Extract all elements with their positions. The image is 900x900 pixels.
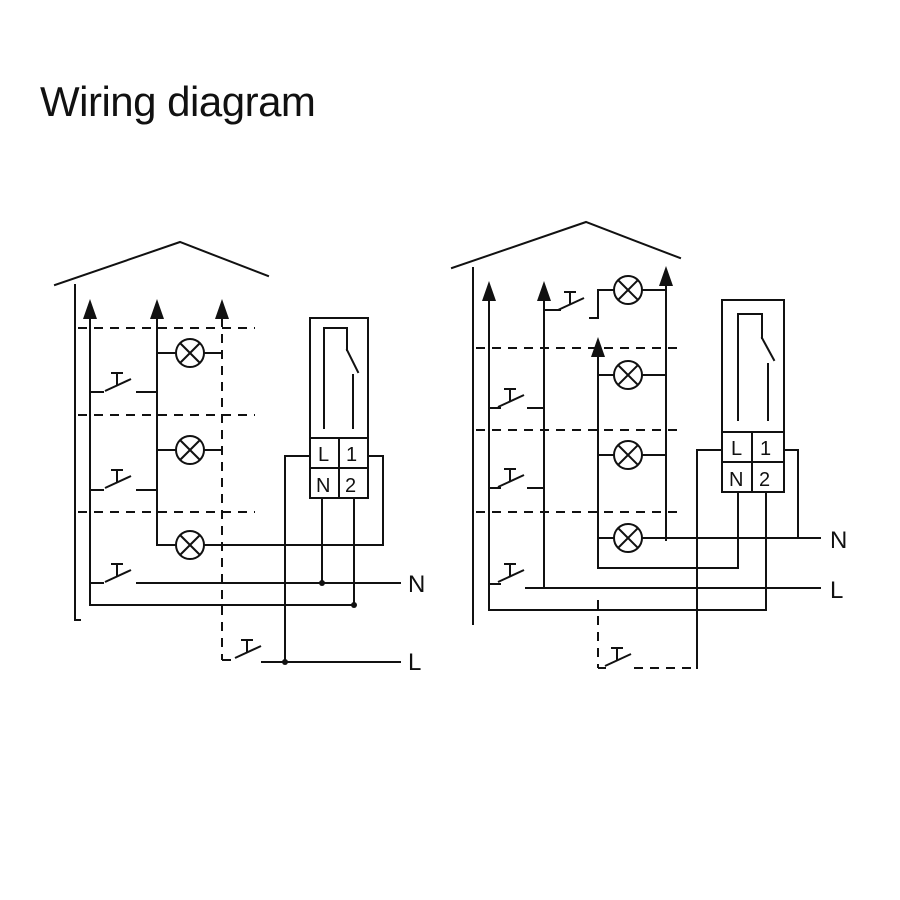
roof-left — [53, 240, 270, 287]
terminal-2: 2 — [345, 475, 356, 497]
lamp-icon — [613, 360, 643, 390]
arrow-up-icon — [659, 266, 673, 286]
lamp-icon — [613, 440, 643, 470]
label-live: L — [830, 577, 843, 604]
diagram-right: L 1 N 2 N L — [450, 220, 847, 669]
lamp-icon — [613, 275, 643, 305]
terminal-1: 1 — [760, 438, 771, 460]
lamp-icon — [175, 435, 205, 465]
relay-housing — [309, 317, 369, 439]
terminal-L: L — [318, 444, 329, 466]
terminal-N: N — [316, 475, 330, 497]
push-button-icon — [104, 469, 132, 489]
diagram-left: L 1 N 2 N L — [53, 240, 425, 676]
roof-right — [450, 220, 682, 270]
arrow-up-icon — [83, 299, 97, 319]
terminal-1: 1 — [346, 444, 357, 466]
relay-housing — [721, 299, 785, 433]
terminal-2: 2 — [759, 469, 770, 491]
lamp-icon — [613, 523, 643, 553]
push-button-icon — [104, 563, 132, 583]
arrow-up-icon — [215, 299, 229, 319]
terminal-N: N — [729, 469, 743, 491]
arrow-up-icon — [150, 299, 164, 319]
terminal-L: L — [731, 438, 742, 460]
page-title: Wiring diagram — [40, 78, 316, 125]
push-button-icon — [104, 372, 132, 392]
push-button-icon — [497, 388, 525, 408]
lamp-icon — [175, 338, 205, 368]
push-button-icon — [604, 647, 632, 667]
arrow-up-icon — [482, 281, 496, 301]
label-neutral: N — [830, 527, 847, 554]
lamp-icon — [175, 530, 205, 560]
label-neutral: N — [408, 571, 425, 598]
push-button-icon — [234, 639, 262, 659]
label-live: L — [408, 649, 421, 676]
push-button-icon — [497, 563, 525, 583]
push-button-icon — [497, 468, 525, 488]
arrow-up-icon — [537, 281, 551, 301]
push-button-icon — [557, 291, 585, 311]
